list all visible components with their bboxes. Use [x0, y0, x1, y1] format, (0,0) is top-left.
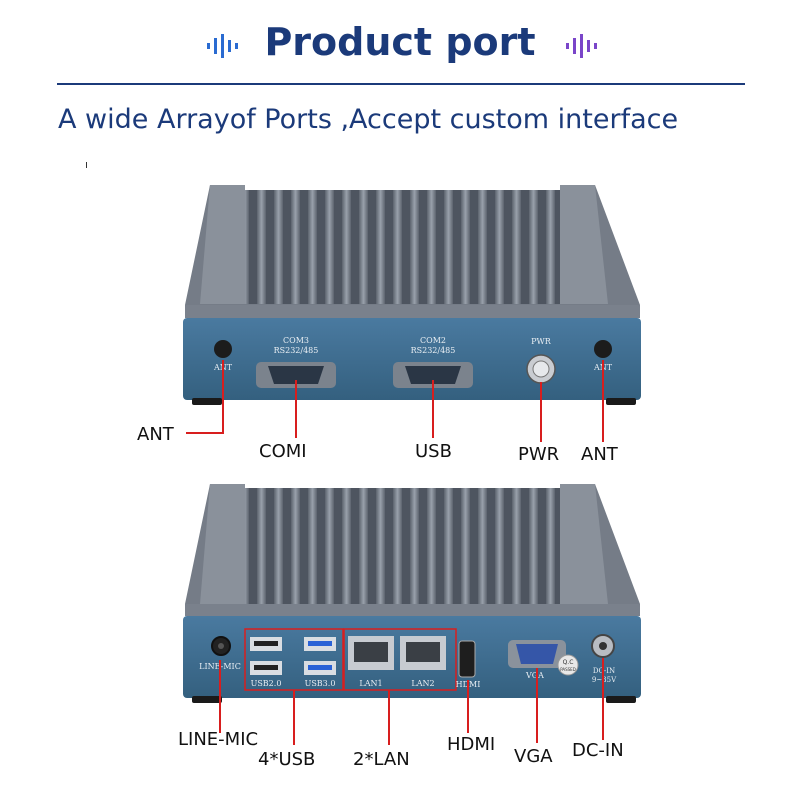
antenna-port-right	[594, 340, 612, 358]
silk-lan2: LAN2	[411, 679, 434, 688]
silk-usb2: USB2.0	[251, 679, 282, 688]
callout-pwr: PWR	[518, 444, 560, 465]
sound-wave-icon-left	[207, 34, 238, 58]
silk-com3-sub: RS232/485	[274, 346, 319, 355]
rear-heatsink-fins	[235, 488, 565, 604]
callout-4-usb: 4*USB	[258, 749, 316, 770]
callout-vga: VGA	[514, 746, 553, 767]
header: Product port	[0, 0, 800, 92]
stray-mark	[86, 162, 87, 168]
rear-device: LINE-MIC USB2.0 USB3.0 LAN1 LAN2 HDMI VG…	[183, 484, 641, 745]
callout-hdmi: HDMI	[447, 734, 496, 755]
silk-vga: VGA	[525, 671, 544, 680]
antenna-port-left	[214, 340, 232, 358]
hdmi-port	[458, 640, 476, 678]
rear-callout-lines	[219, 658, 604, 745]
sound-wave-icon-right	[566, 34, 597, 58]
qc-passed-sticker	[557, 654, 579, 676]
silk-usb3: USB3.0	[305, 679, 336, 688]
silk-com3: COM3	[283, 336, 309, 345]
page-subtitle: A wide Arrayof Ports ,Accept custom inte…	[58, 104, 679, 135]
callout-ant-right: ANT	[581, 444, 618, 465]
callout-ant-left: ANT	[137, 424, 174, 445]
silk-com2-sub: RS232/485	[411, 346, 456, 355]
front-device: ANT COM3 RS232/485 COM2 RS232/485 PWR AN…	[183, 185, 641, 442]
callout-dc-in: DC-IN	[572, 740, 624, 761]
heatsink-fins	[235, 190, 565, 304]
callout-com: COMI	[259, 441, 307, 462]
silk-passed: PASSED	[560, 667, 576, 672]
silk-com2: COM2	[420, 336, 446, 345]
header-divider	[57, 83, 745, 85]
lan-group-highlight	[343, 628, 457, 691]
page-title: Product port	[264, 20, 536, 64]
front-callout-lines	[186, 360, 604, 442]
callout-line-mic: LINE-MIC	[178, 729, 259, 750]
callout-2-lan: 2*LAN	[353, 749, 410, 770]
silk-pwr: PWR	[531, 337, 552, 346]
silk-lan1: LAN1	[359, 679, 382, 688]
silk-qc: Q.C	[563, 659, 574, 666]
silk-dc-volt: 9~35V	[592, 676, 617, 684]
callout-usb: USB	[415, 441, 452, 462]
